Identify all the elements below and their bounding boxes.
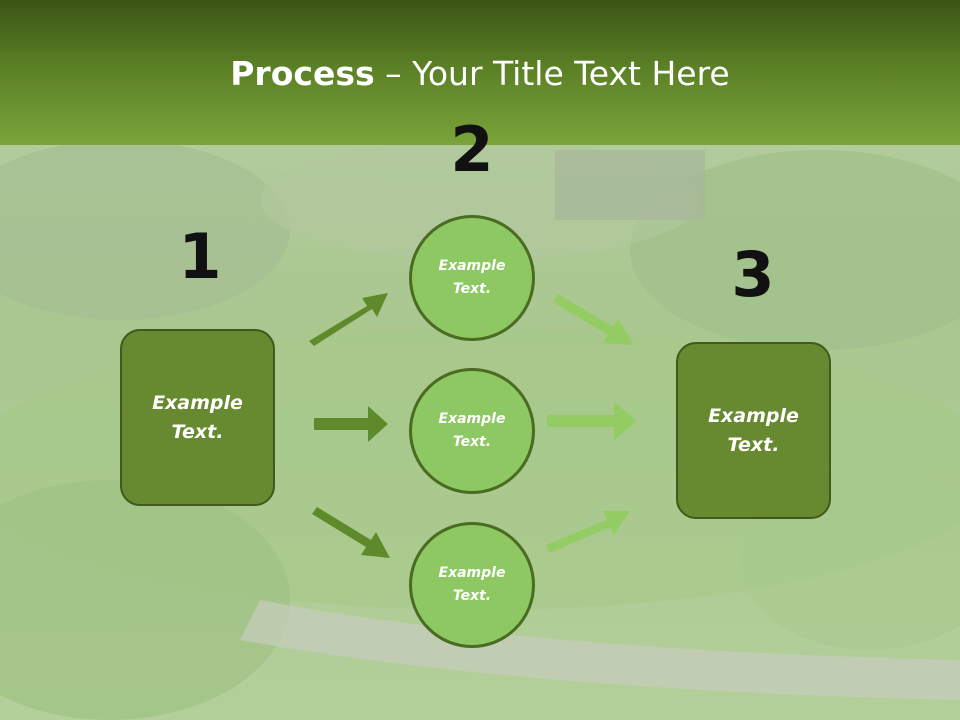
title-band [0, 0, 960, 145]
step-number-1: 1 [178, 220, 222, 293]
step-box-1-text: Example Text. [152, 391, 243, 443]
title-rest: – Your Title Text Here [374, 54, 730, 93]
step-circle-3-text: Example Text. [438, 565, 506, 604]
slide-title: Process – Your Title Text Here [0, 52, 960, 96]
step-box-3[interactable]: Example Text. [676, 342, 831, 519]
arrow-box1-to-circle2 [314, 406, 388, 442]
arrow-circle2-to-box3 [547, 402, 637, 440]
arrow-box1-to-circle3 [312, 507, 390, 558]
step-box-3-text: Example Text. [708, 404, 799, 456]
step-circle-2[interactable]: Example Text. [409, 368, 535, 494]
title-bold: Process [230, 54, 375, 93]
step-number-3: 3 [731, 238, 775, 311]
step-circle-2-text: Example Text. [438, 411, 506, 450]
step-number-2: 2 [450, 113, 494, 186]
step-circle-3[interactable]: Example Text. [409, 522, 535, 648]
arrow-circle1-to-box3 [553, 294, 634, 345]
step-circle-1-text: Example Text. [438, 258, 506, 297]
arrow-box1-to-circle1 [309, 293, 388, 346]
step-circle-1[interactable]: Example Text. [409, 215, 535, 341]
arrow-circle3-to-box3 [546, 511, 630, 553]
step-box-1[interactable]: Example Text. [120, 329, 275, 506]
